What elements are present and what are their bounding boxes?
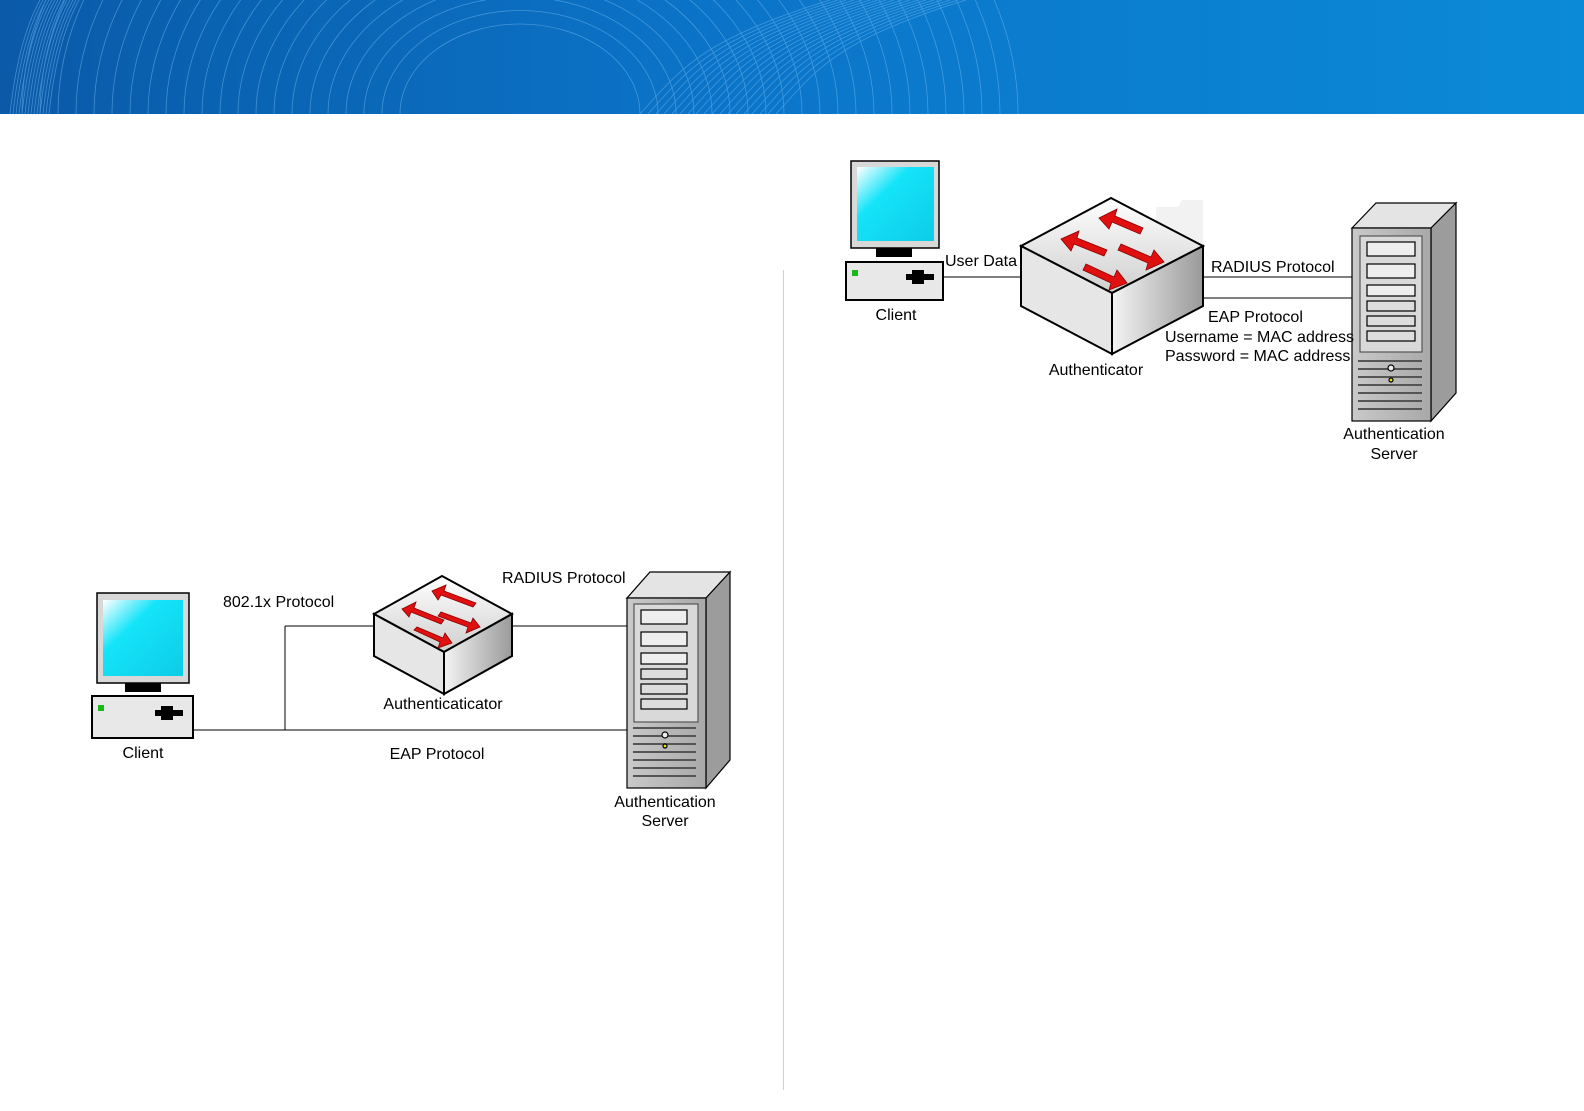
banner-curve [703,0,895,114]
client-computer-icon [845,160,944,301]
authentication-server-icon [1350,201,1458,423]
banner-curve [309,0,731,114]
banner-curve [345,0,695,114]
right-eap-protocol-label: EAP Protocol [1208,309,1303,326]
connection-lines-right [944,276,1352,299]
banner-curve [48,0,80,114]
banner-curve [381,10,659,114]
left-radius-protocol-label: RADIUS Protocol [502,570,626,587]
banner-curve [687,0,879,114]
banner-curve [15,0,47,114]
right-user-data-label: User Data [945,253,1017,270]
left-8021x-protocol-label: 802.1x Protocol [223,594,334,611]
right-server-label-line2: Server [1370,446,1418,463]
left-server-label-line2: Server [641,813,689,830]
banner-curve [39,0,71,114]
right-radius-protocol-label: RADIUS Protocol [1211,259,1335,276]
right-username-note: Username = MAC address [1165,329,1354,346]
header-banner [0,0,1584,114]
banner-curve [27,0,59,114]
banner-curve [24,0,56,114]
banner-curve [655,0,847,114]
connection-lines [193,625,627,731]
client-computer-icon [91,592,194,739]
banner-curve [727,0,919,114]
banner-curve [767,0,959,114]
banner-curve [12,0,44,114]
left-server-label-line1: Authentication [614,794,715,811]
banner-curve [327,0,713,114]
banner-curve [711,0,903,114]
banner-curve [399,23,641,114]
banner-curve [695,0,887,114]
banner-curve [639,0,831,114]
left-client-label: Client [123,745,164,762]
banner-curve [671,0,863,114]
banner-curve [45,0,77,114]
right-authenticator-label: Authenticator [1049,362,1144,379]
authenticator-switch-icon [371,574,515,696]
banner-curve [679,0,871,114]
column-divider [783,270,784,1090]
banner-curve [9,0,41,114]
banner-curve [18,0,50,114]
banner-curve [201,0,839,114]
authentication-server-icon [625,570,732,790]
banner-curve [30,0,62,114]
right-server-label-line1: Authentication [1343,426,1444,443]
banner-curve [735,0,927,114]
banner-curve [42,0,74,114]
banner-curve [255,0,785,114]
banner-curve [363,0,677,114]
left-eap-protocol-label: EAP Protocol [390,746,485,763]
banner-curve [36,0,68,114]
authenticator-switch-icon [1018,196,1206,356]
banner-curve [775,0,967,114]
right-password-note: Password = MAC address [1165,348,1350,365]
banner-curve [21,0,53,114]
banner-curve [237,0,803,114]
banner-curve [291,0,749,114]
banner-curve [751,0,943,114]
banner-curve [33,0,65,114]
banner-curve [647,0,839,114]
banner-curve [663,0,855,114]
banner-curve [273,0,767,114]
right-client-label: Client [876,307,917,324]
banner-curve [743,0,935,114]
left-authenticator-label: Authenticaticator [383,696,503,713]
banner-curve [719,0,911,114]
banner-curve [219,0,821,114]
banner-curve [759,0,951,114]
